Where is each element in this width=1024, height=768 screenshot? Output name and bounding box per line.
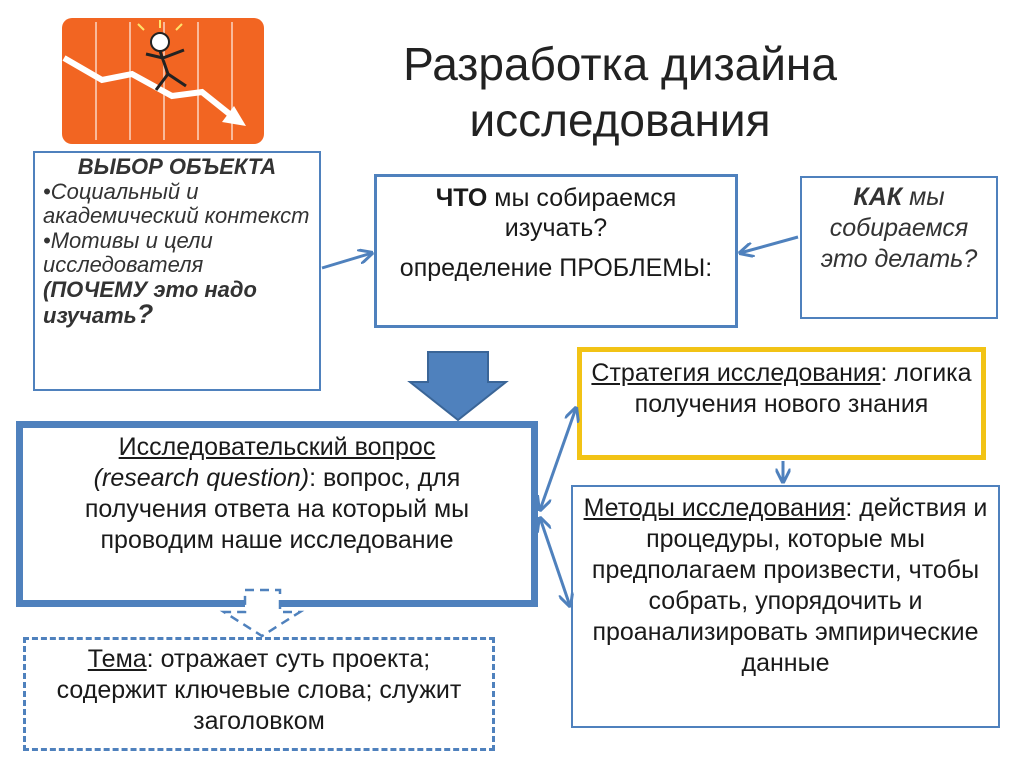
what-rest: мы собираемся изучать? xyxy=(487,184,677,242)
what-question: ЧТО мы собираемся изучать? xyxy=(387,183,725,243)
how-to-do-box: КАК мы собираемся это делать? xyxy=(800,176,998,319)
rq-term: Исследовательский вопрос xyxy=(118,433,436,461)
methods-description: : действия и процедуры, которые мы предп… xyxy=(591,494,988,677)
why-question-mark: ? xyxy=(136,299,154,329)
strategy-term: Стратегия исследования xyxy=(591,359,881,387)
how-rest: мы собираемся это делать? xyxy=(820,183,978,273)
topic-description: : отражает суть проекта; содержит ключев… xyxy=(56,645,462,735)
research-methods-box: Методы исследования: действия и процедур… xyxy=(571,485,1000,728)
why-bold: (ПОЧЕМУ xyxy=(43,276,148,302)
strategy-description: : логика получения нового знания xyxy=(634,359,972,418)
bullet-social-context: •Социальный и академический контекст xyxy=(43,178,310,228)
object-selection-heading: ВЫБОР ОБЪЕКТА xyxy=(77,154,277,179)
title-line-1: Разработка дизайна xyxy=(403,38,837,90)
research-question-box: Исследовательский вопрос (research quest… xyxy=(16,421,538,607)
page-title: Разработка дизайна исследования xyxy=(340,36,900,148)
why-rest: это надо изучать xyxy=(43,276,257,328)
problem-definition: определение ПРОБЛЕМЫ: xyxy=(399,254,713,282)
topic-term: Тема xyxy=(87,645,147,673)
why-study-note: (ПОЧЕМУ это надо изучать? xyxy=(43,276,311,329)
what-to-study-box: ЧТО мы собираемся изучать? определение П… xyxy=(374,174,738,328)
title-line-2: исследования xyxy=(469,94,771,146)
object-selection-box: ВЫБОР ОБЪЕКТА •Социальный и академически… xyxy=(33,151,321,391)
bullet-motives-goals: •Мотивы и цели исследователя xyxy=(43,227,213,277)
falling-chart-figure-icon xyxy=(62,18,264,144)
rq-description: : вопрос, для получения ответа на которы… xyxy=(84,464,470,554)
arrow-rq-methods xyxy=(540,518,570,606)
research-strategy-box: Стратегия исследования: логика получения… xyxy=(577,347,986,460)
methods-term: Методы исследования xyxy=(583,494,846,522)
rq-english: (research question) xyxy=(93,464,310,492)
down-arrow-icon xyxy=(407,351,509,422)
topic-box: Тема: отражает суть проекта; содержит кл… xyxy=(23,637,495,751)
arrow-how-to-what xyxy=(740,235,799,253)
what-bold: ЧТО xyxy=(435,184,488,212)
how-bold: КАК xyxy=(853,183,903,211)
arrow-object-to-what xyxy=(321,253,372,270)
